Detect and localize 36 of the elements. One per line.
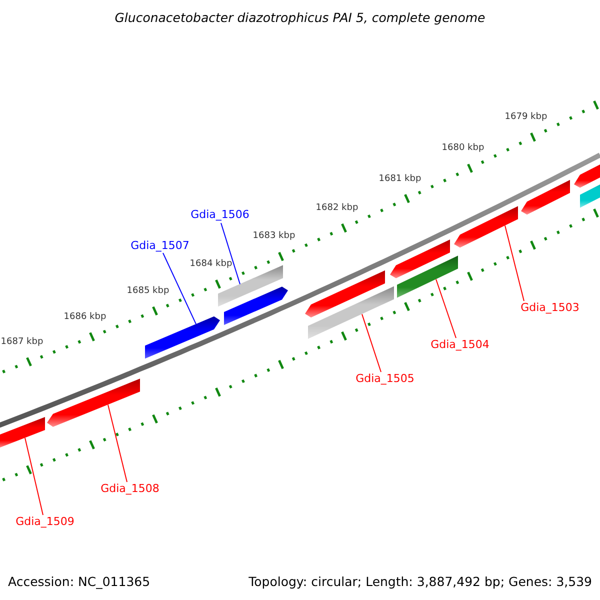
gene-label: Gdia_1509	[16, 516, 74, 528]
gene-feature	[145, 316, 220, 359]
gene-label: Gdia_1507	[130, 240, 190, 252]
leader-line	[504, 225, 524, 302]
scale-label: 1685 kbp	[126, 286, 170, 297]
accession-text: Accession: NC_011365	[8, 575, 150, 589]
genome-info-text: Topology: circular; Length: 3,887,492 bp; Genes: 3,539	[248, 575, 592, 589]
gene-feature	[224, 286, 288, 325]
scale-label: 1681 kbp	[378, 174, 422, 184]
gene-label: Gdia_1506	[190, 208, 250, 222]
gene-label: Gdia_1503	[520, 302, 580, 314]
leader-line	[162, 252, 196, 325]
gene-feature	[521, 180, 570, 215]
gene-label: Gdia_1508	[100, 482, 160, 496]
scale-label: 1687 kbp	[0, 338, 44, 348]
leader-line	[24, 437, 44, 516]
gene-feature	[397, 256, 458, 298]
gene-feature	[305, 270, 385, 318]
gene-label: Gdia_1504	[430, 338, 490, 352]
scale-label: 1679 kbp	[504, 113, 548, 124]
gene-feature	[390, 240, 450, 278]
leader-line	[362, 314, 382, 372]
scale-label: 1680 kbp	[442, 144, 484, 154]
gene-feature	[308, 286, 394, 339]
gene-feature	[454, 206, 518, 248]
gene-label: Gdia_1505	[356, 372, 414, 386]
map-title: Gluconacetobacter diazotrophicus PAI 5, complete genome	[114, 11, 486, 25]
gene-feature	[0, 417, 45, 448]
leader-line	[220, 222, 240, 285]
scale-label: 1686 kbp	[64, 312, 106, 323]
gene-feature	[47, 378, 140, 427]
scale-label: 1683 kbp	[252, 232, 296, 242]
leader-line	[436, 278, 456, 338]
leader-line	[108, 404, 128, 482]
scale-label: 1684 kbp	[190, 260, 232, 270]
scale-label: 1682 kbp	[316, 204, 358, 214]
